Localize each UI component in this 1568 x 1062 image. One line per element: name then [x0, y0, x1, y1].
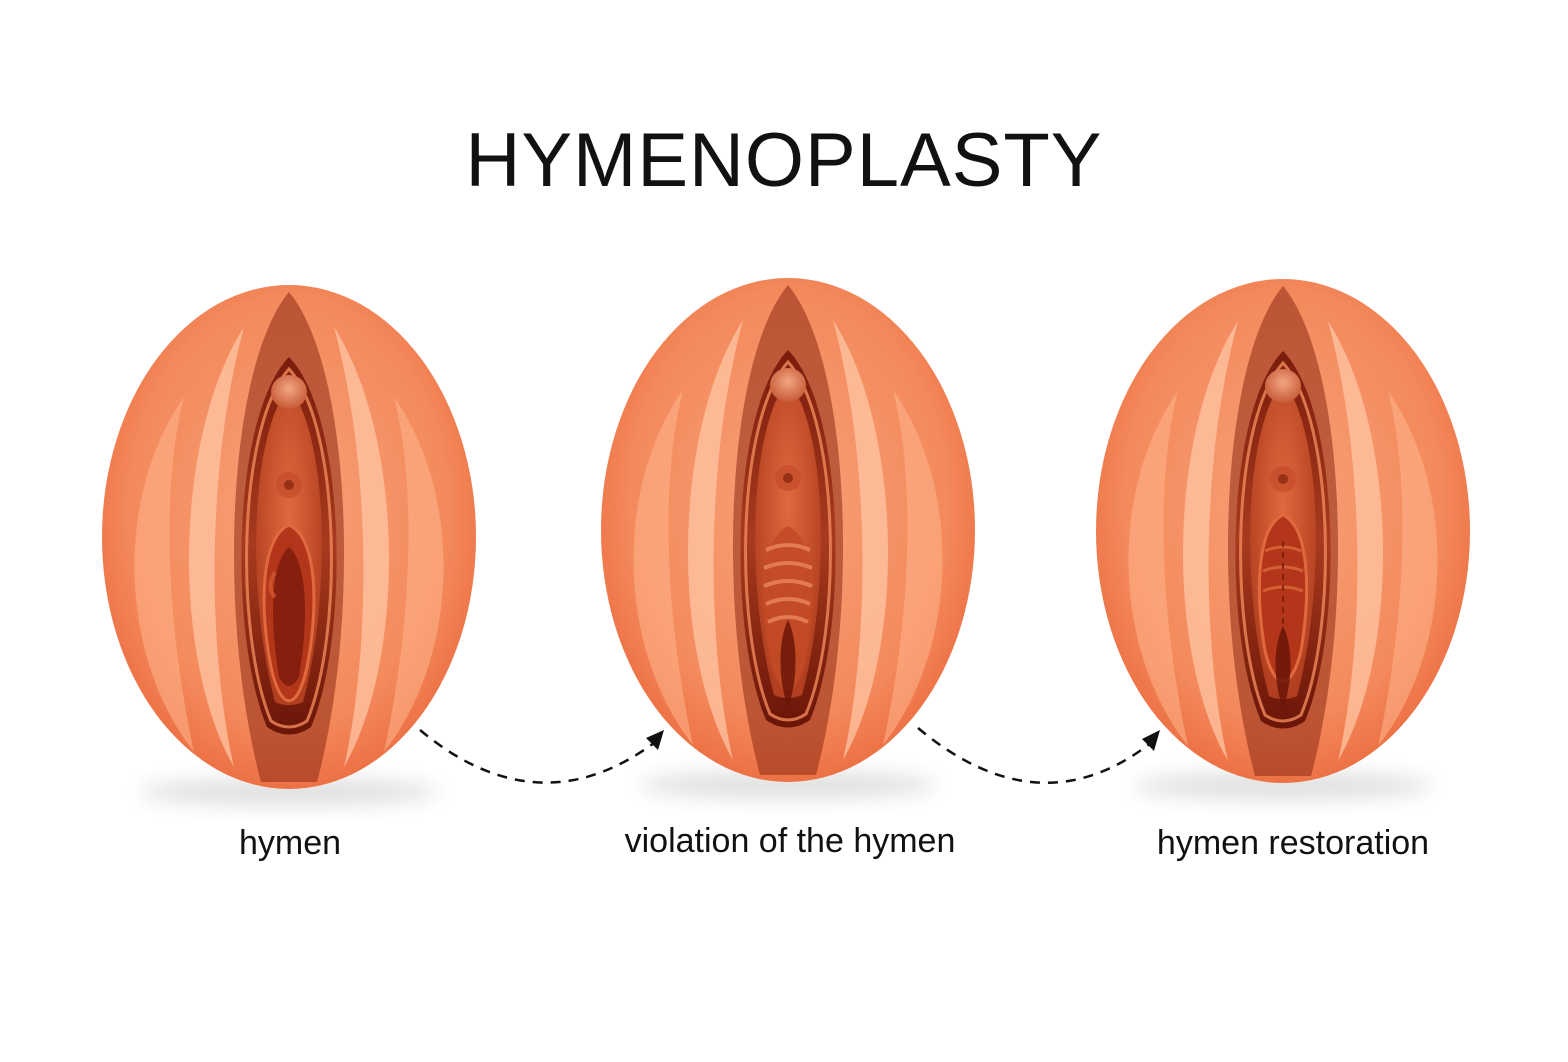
- stage-label-violation: violation of the hymen: [624, 822, 956, 860]
- stage-label-restoration: hymen restoration: [1156, 824, 1430, 862]
- stage-label-hymen: hymen: [238, 824, 342, 862]
- dashed-arrow-2: [917, 727, 1153, 784]
- dashed-arrow-1: [419, 729, 659, 784]
- ruptured-hymen-illustration: [601, 278, 975, 799]
- restored-hymen-illustration: [1096, 279, 1470, 800]
- arrowhead-2-icon: [1142, 730, 1160, 751]
- page-title: HYMENOPLASTY: [465, 117, 1103, 203]
- arrowhead-1-icon: [646, 730, 664, 750]
- intact-hymen-illustration: [102, 285, 476, 806]
